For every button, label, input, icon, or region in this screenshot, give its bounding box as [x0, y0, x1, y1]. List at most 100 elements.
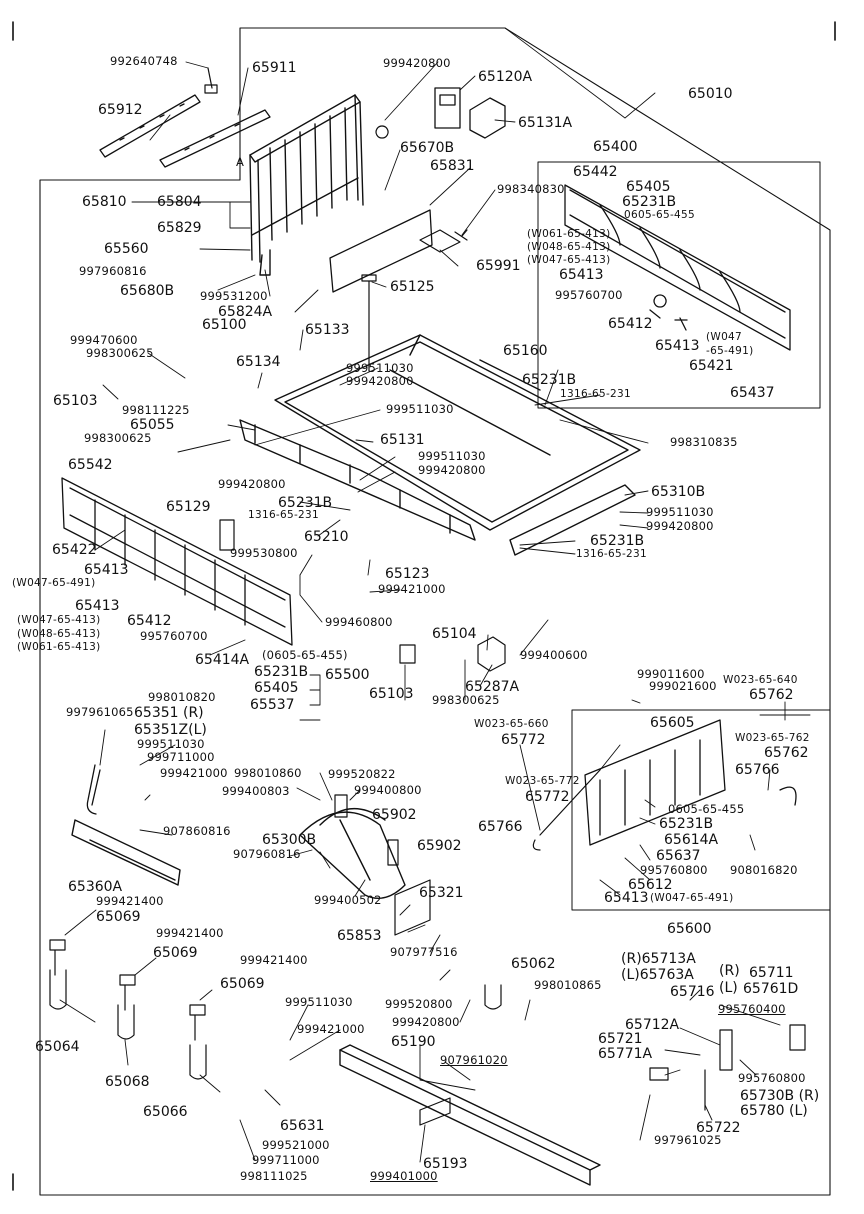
label-1316-e: 1316-65-231 — [248, 509, 320, 521]
label-w047-413-l: (W047-65-413) — [17, 614, 101, 626]
label-w047-491-r1: (W047 — [706, 331, 743, 343]
label-w061-l: (W061-65-413) — [17, 641, 101, 653]
label-999520822: 999520822 — [328, 767, 396, 781]
label-65069-b: 65069 — [153, 945, 198, 961]
label-65287A: 65287A — [465, 679, 520, 695]
label-999531200: 999531200 — [200, 289, 268, 303]
label-999421400-a: 999421400 — [96, 894, 164, 908]
label-65824A: 65824A — [218, 304, 273, 320]
label-65100: 65100 — [202, 317, 247, 333]
label-65810: 65810 — [82, 194, 127, 210]
label-w061-r: (W061-65-413) — [527, 228, 611, 240]
crossmember-65190 — [339, 1044, 601, 1186]
label-65991: 65991 — [476, 258, 521, 274]
panel-65831 — [329, 209, 433, 293]
label-65104: 65104 — [432, 626, 477, 642]
label-65637: 65637 — [656, 848, 701, 864]
label-65631: 65631 — [280, 1118, 325, 1134]
label-998300625-c: 998300625 — [432, 693, 500, 707]
label-65133: 65133 — [305, 322, 350, 338]
label-999420800-a: 999420800 — [346, 374, 414, 388]
label-65064: 65064 — [35, 1039, 80, 1055]
label-w047-491-l: (W047-65-491) — [12, 577, 96, 589]
label-65068: 65068 — [105, 1074, 150, 1090]
label-65721: 65721 — [598, 1031, 643, 1047]
label-65542: 65542 — [68, 457, 113, 473]
bolt-998340830 — [454, 229, 468, 241]
label-65125: 65125 — [390, 279, 435, 295]
label-995760700-r: 995760700 — [555, 288, 623, 302]
label-65902-a: 65902 — [372, 807, 417, 823]
label-65210: 65210 — [304, 529, 349, 545]
u-bolt-65066 — [189, 1044, 207, 1080]
label-907960816: 907960816 — [233, 847, 301, 861]
label-65766-r: 65766 — [735, 762, 780, 778]
label-65405-r: 65405 — [626, 179, 671, 195]
label-998010860: 998010860 — [234, 766, 302, 780]
nut-999420800-top — [375, 125, 389, 139]
label-999470600: 999470600 — [70, 333, 138, 347]
label-65853: 65853 — [337, 928, 382, 944]
label-999420800-c: 999420800 — [418, 463, 486, 477]
label-65413-l1: 65413 — [84, 562, 129, 578]
label-65131: 65131 — [380, 432, 425, 448]
label-65351ZL: 65351Z(L) — [134, 722, 207, 738]
label-65831: 65831 — [430, 158, 475, 174]
label-999400800-a: 999400800 — [354, 783, 422, 797]
label-999421400-b: 999421400 — [156, 926, 224, 940]
label-998111225: 998111225 — [122, 403, 190, 417]
label-65902-b: 65902 — [417, 838, 462, 854]
label-65911: 65911 — [252, 60, 297, 76]
label-999420800-b: 999420800 — [218, 477, 286, 491]
label-65537: 65537 — [250, 697, 295, 713]
label-65437: 65437 — [730, 385, 775, 401]
label-999521000: 999521000 — [262, 1138, 330, 1152]
label-999511030-f: 999511030 — [285, 995, 353, 1009]
label-999400600: 999400600 — [520, 648, 588, 662]
u-bolt-65064 — [49, 969, 67, 1010]
label-65351R: 65351 (R) — [134, 705, 204, 721]
part-65911-bracket — [159, 109, 271, 168]
rod-65766 — [532, 769, 601, 851]
label-995760800: 995760800 — [640, 863, 708, 877]
label-997960816: 997960816 — [79, 264, 147, 278]
label-999511030-c: 999511030 — [418, 449, 486, 463]
label-65500: 65500 — [325, 667, 370, 683]
label-65231B-e: 65231B — [278, 495, 333, 511]
label-65069-a: 65069 — [96, 909, 141, 925]
label-997961025: 997961025 — [654, 1133, 722, 1147]
label-65400: 65400 — [593, 139, 638, 155]
hook-65351 — [86, 764, 101, 815]
label-65321: 65321 — [419, 885, 464, 901]
label-999400502: 999400502 — [314, 893, 382, 907]
label-65766-l: 65766 — [478, 819, 523, 835]
label-65780: 65780 (L) — [740, 1103, 808, 1119]
bracket-65902 — [334, 794, 399, 866]
label-65413-r1: 65413 — [559, 267, 604, 283]
label-65413-l2: 65413 — [75, 598, 120, 614]
label-999511030-e: 999511030 — [137, 737, 205, 751]
label-65103-b: 65103 — [369, 686, 414, 702]
label-999021600: 999021600 — [649, 679, 717, 693]
label-65680B: 65680B — [120, 283, 175, 299]
label-999421000-c: 999421000 — [297, 1022, 365, 1036]
label-65421: 65421 — [689, 358, 734, 374]
label-65772-a: 65772 — [501, 732, 546, 748]
label-w023-772: W023-65-772 — [505, 775, 580, 787]
label-65300B: 65300B — [262, 832, 317, 848]
label-65711: 65711 — [749, 965, 794, 981]
latch-65730B — [719, 1029, 733, 1071]
label-65231B-r: 65231B — [622, 194, 677, 210]
headboard-frame-65810 — [249, 94, 364, 276]
label-1316-d: 1316-65-231 — [576, 548, 648, 560]
label-65772-b: 65772 — [525, 789, 570, 805]
label-0605-b: 0605-65-455 — [668, 802, 745, 816]
label-1316-c: 1316-65-231 — [560, 388, 632, 400]
label-65405-l: 65405 — [254, 680, 299, 696]
label-65190: 65190 — [391, 1034, 436, 1050]
label-995760800-b: 995760800 — [738, 1071, 806, 1085]
label-65062: 65062 — [511, 956, 556, 972]
label-A: A — [236, 155, 245, 169]
label-65614A: 65614A — [664, 832, 719, 848]
label-65055: 65055 — [130, 417, 175, 433]
